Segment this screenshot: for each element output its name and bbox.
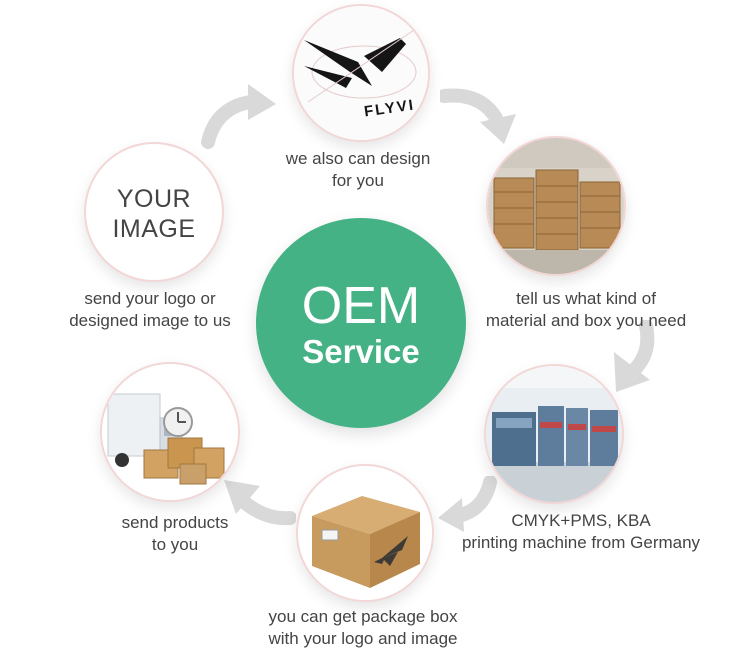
center-subtitle: Service	[302, 333, 420, 370]
caption-material: tell us what kind of material and box yo…	[485, 289, 687, 330]
printing-machine-image	[484, 364, 624, 504]
caption-logo: send your logo or designed image to us	[69, 289, 231, 330]
logo-placeholder: YOUR IMAGE	[84, 142, 224, 282]
caption-package: you can get package box with your logo a…	[268, 607, 458, 648]
logo-sketch-image	[294, 6, 428, 140]
oem-service-center: OEM Service	[256, 218, 466, 428]
curved-arrow-icon	[224, 480, 296, 526]
delivery-truck-image	[100, 362, 240, 502]
center-title: OEM	[301, 277, 421, 335]
cardboard-stack-image	[486, 136, 626, 276]
package-box-image	[296, 464, 434, 602]
curved-arrow-icon	[440, 88, 516, 144]
caption-printing: CMYK+PMS, KBA printing machine from Germ…	[461, 511, 701, 552]
caption-delivery: send products to you	[121, 513, 229, 554]
caption-design: we also can design for you	[285, 149, 431, 190]
curved-arrow-icon	[438, 476, 497, 532]
curved-arrow-icon	[614, 320, 655, 392]
design-sample-image: FLYVI	[292, 4, 430, 142]
curved-arrow-icon	[201, 84, 276, 149]
